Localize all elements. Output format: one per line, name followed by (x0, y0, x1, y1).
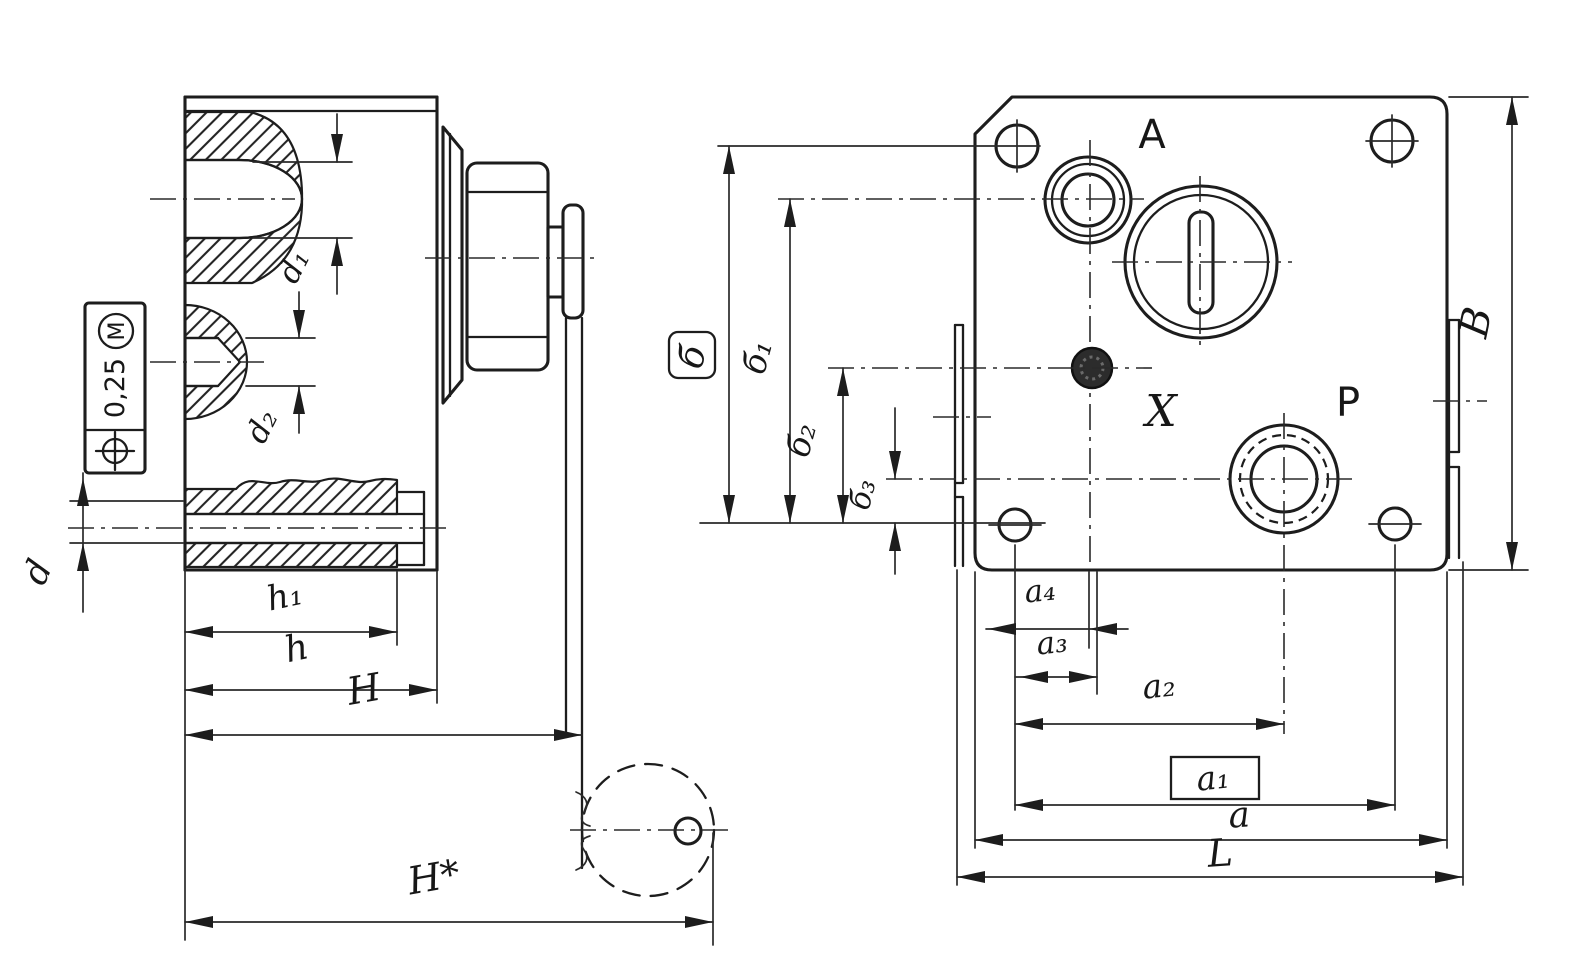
left-view: M 0,25 d₁ d₂ (15, 95, 735, 946)
handwheel (570, 762, 735, 898)
middle-hole-section (150, 303, 265, 421)
dimension-a2: a₂ (1014, 664, 1285, 730)
dimension-h1: h₁ (184, 569, 398, 941)
circled-M-icon: M (97, 312, 135, 350)
dimension-a3: a₃ (1014, 571, 1098, 695)
dim-box-a1 (1169, 755, 1261, 801)
dimension-B: В (1448, 96, 1529, 571)
dim-label-b2: б₂ (778, 419, 824, 461)
dim-label-a3: a₃ (1035, 624, 1070, 663)
dimension-b1: б₁ (734, 198, 1144, 524)
adjustment-cap (425, 125, 600, 405)
dim-label-d2: d₂ (239, 404, 286, 449)
tolerance-value-label: 0,25 (100, 358, 131, 418)
dim-label-a: a (1227, 794, 1251, 836)
dim-label-a1: a₁ (1194, 756, 1231, 798)
dimension-d: d (15, 472, 184, 613)
material-modifier-label: M (105, 322, 130, 341)
dimension-a: a (974, 571, 1448, 849)
dim-label-a4: a₄ (1023, 572, 1058, 611)
dimension-H-star: H* (184, 832, 714, 946)
dim-label-h: h (281, 626, 312, 671)
dimension-h: h (184, 571, 438, 704)
left-edge-tab (933, 323, 991, 568)
port-a: A (1043, 112, 1166, 568)
keyhole-slot (1112, 176, 1292, 350)
dim-label-L: L (1205, 830, 1234, 876)
port-label-a: A (1138, 112, 1166, 158)
dim-label-d: d (15, 554, 61, 591)
dim-label-h1: h₁ (263, 573, 306, 620)
bore-section (68, 477, 452, 569)
dim-label-b1: б₁ (734, 336, 780, 378)
dimension-d2: d₂ (239, 291, 316, 449)
dim-label-a2: a₂ (1140, 664, 1177, 706)
dim-label-H-star: H* (403, 851, 463, 904)
top-counterbore-section (150, 110, 304, 285)
port-label-x: X (1142, 386, 1178, 437)
tolerance-frame: M 0,25 (83, 301, 147, 475)
dimension-b: б (667, 145, 1046, 524)
port-label-p: P (1336, 380, 1360, 426)
dimension-H: H (184, 665, 583, 741)
dimension-a1: a₁ (1014, 544, 1396, 811)
dim-label-H: H (343, 665, 385, 714)
right-view: A X P б (667, 95, 1529, 886)
plate-outline (973, 95, 1449, 572)
mounting-plate-edge (564, 316, 584, 870)
dimension-L: L (956, 561, 1464, 886)
dim-box-b (667, 330, 717, 380)
dim-label-b3: б₃ (842, 475, 884, 513)
right-edge-tab (1433, 318, 1487, 560)
position-target-icon (94, 430, 136, 472)
